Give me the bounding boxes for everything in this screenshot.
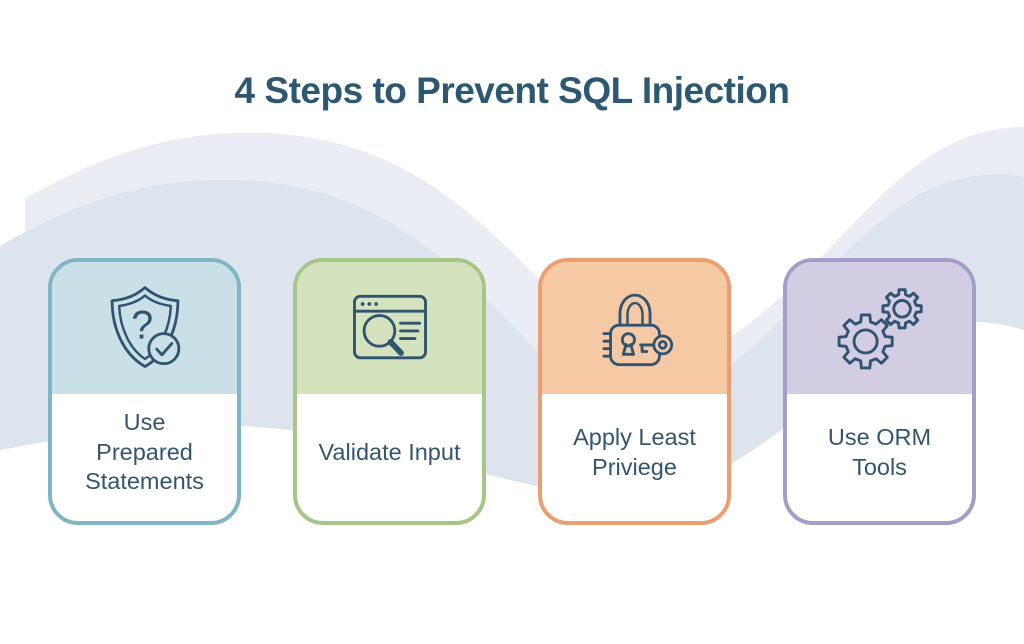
step-label: Apply Least Priviege <box>573 423 696 480</box>
step-label: Validate Input <box>318 438 461 465</box>
step-card-icon-panel: ? <box>52 262 237 394</box>
step-card-apply-least-privilege: Apply Least Priviege <box>538 258 731 525</box>
step-card-label-panel: Apply Least Priviege <box>542 394 727 521</box>
step-card-label-panel: Use ORM Tools <box>787 394 972 521</box>
step-card-icon-panel <box>542 262 727 394</box>
shield-check-icon: ? <box>110 286 180 368</box>
browser-search-icon <box>352 294 427 360</box>
padlock-key-icon <box>602 293 673 367</box>
step-card-use-prepared-statements: ? Use Prepared Statements <box>48 258 241 525</box>
page-title: 4 Steps to Prevent SQL Injection <box>234 70 790 111</box>
wave-dark-shape <box>0 173 1024 497</box>
svg-text:?: ? <box>131 303 153 347</box>
steps-row: ? Use Prepared Statements <box>0 258 1024 525</box>
step-card-label-panel: Use Prepared Statements <box>52 394 237 521</box>
step-label: Use Prepared Statements <box>85 408 204 495</box>
step-card-use-orm-tools: Use ORM Tools <box>783 258 976 525</box>
step-card-icon-panel <box>787 262 972 394</box>
step-card-label-panel: Validate Input <box>297 394 482 521</box>
gears-icon <box>837 288 923 370</box>
step-label: Use ORM Tools <box>827 423 932 480</box>
step-card-icon-panel <box>297 262 482 394</box>
step-card-validate-input: Validate Input <box>293 258 486 525</box>
